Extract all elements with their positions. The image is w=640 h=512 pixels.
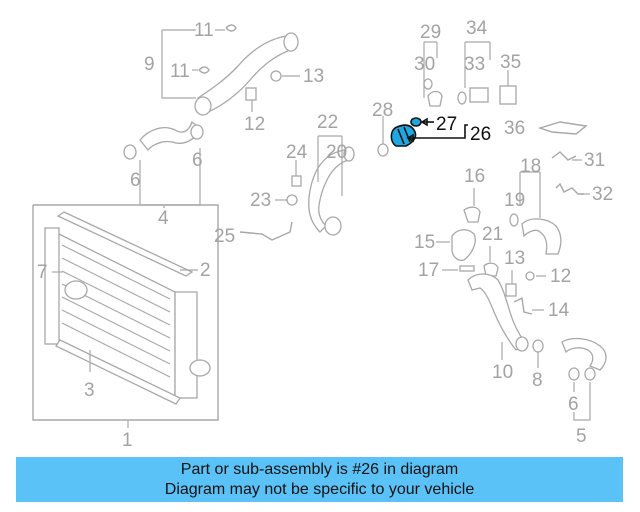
callout-4: 4 — [158, 208, 169, 229]
callout-21: 21 — [482, 224, 503, 245]
callout-11a: 11 — [194, 20, 214, 41]
callout-12b: 12 — [550, 266, 571, 287]
intercooler-assembly — [32, 204, 219, 421]
info-banner: Part or sub-assembly is #26 in diagram D… — [16, 457, 623, 502]
callout-26: 26 — [470, 124, 491, 145]
part-27-highlighted — [410, 117, 422, 127]
callout-17: 17 — [418, 260, 439, 281]
callout-36: 36 — [504, 118, 525, 139]
callout-22: 22 — [317, 112, 338, 133]
callout-14: 14 — [548, 300, 570, 321]
callout-6b: 6 — [192, 150, 203, 171]
callout-34: 34 — [466, 18, 488, 39]
callout-25: 25 — [214, 226, 235, 247]
callout-12a: 12 — [244, 114, 265, 135]
callout-29: 29 — [420, 22, 441, 43]
callout-23: 23 — [250, 190, 271, 211]
top-right-parts — [423, 41, 588, 135]
callout-1: 1 — [122, 430, 133, 451]
callout-10: 10 — [492, 362, 513, 383]
callout-32: 32 — [592, 184, 613, 205]
callout-7: 7 — [37, 262, 48, 283]
small-parts-23-24-25 — [239, 160, 302, 241]
callout-8: 8 — [532, 370, 543, 391]
banner-line-part: Part or sub-assembly is #26 in diagram — [180, 461, 459, 478]
callout-35: 35 — [500, 52, 521, 73]
parts-diagram: 1 2 3 4 5 6 6 6 7 8 9 10 11 11 12 12 13 … — [32, 18, 613, 451]
callout-6a: 6 — [130, 170, 141, 191]
lower-right-hose-5 — [561, 337, 607, 421]
callout-27: 27 — [436, 114, 457, 135]
callout-16: 16 — [464, 166, 485, 187]
callout-33: 33 — [464, 54, 485, 75]
callout-2: 2 — [200, 260, 211, 281]
bracket-9 — [161, 29, 225, 99]
gasket-28 — [377, 116, 389, 157]
callout-5: 5 — [576, 426, 587, 447]
callout-leaders-22 — [317, 135, 343, 196]
callout-11b: 11 — [170, 61, 190, 82]
callout-13b: 13 — [504, 248, 525, 269]
callout-31: 31 — [584, 150, 605, 171]
callout-3: 3 — [84, 380, 95, 401]
callout-leaders-26-27 — [406, 117, 468, 143]
callout-24: 24 — [286, 142, 308, 163]
charge-hose-small — [123, 120, 204, 160]
callout-9: 9 — [144, 54, 155, 75]
callout-6c: 6 — [568, 394, 579, 415]
lower-right-pipe — [467, 270, 546, 368]
callout-leaders-1 — [52, 269, 198, 428]
part-26-highlighted — [390, 124, 417, 147]
callout-18: 18 — [520, 156, 541, 177]
charge-pipe-upper — [194, 24, 299, 116]
callout-28: 28 — [372, 100, 393, 121]
banner-line-disclaimer: Diagram may not be specific to your vehi… — [164, 481, 475, 498]
callout-20: 20 — [326, 142, 347, 163]
callout-19: 19 — [504, 190, 525, 211]
bolts-12-13 — [245, 70, 300, 112]
callout-13a: 13 — [303, 66, 324, 87]
callout-leaders-4-6 — [139, 148, 201, 208]
right-middle-parts — [436, 151, 590, 277]
callout-15: 15 — [414, 232, 435, 253]
callout-30: 30 — [414, 54, 435, 75]
